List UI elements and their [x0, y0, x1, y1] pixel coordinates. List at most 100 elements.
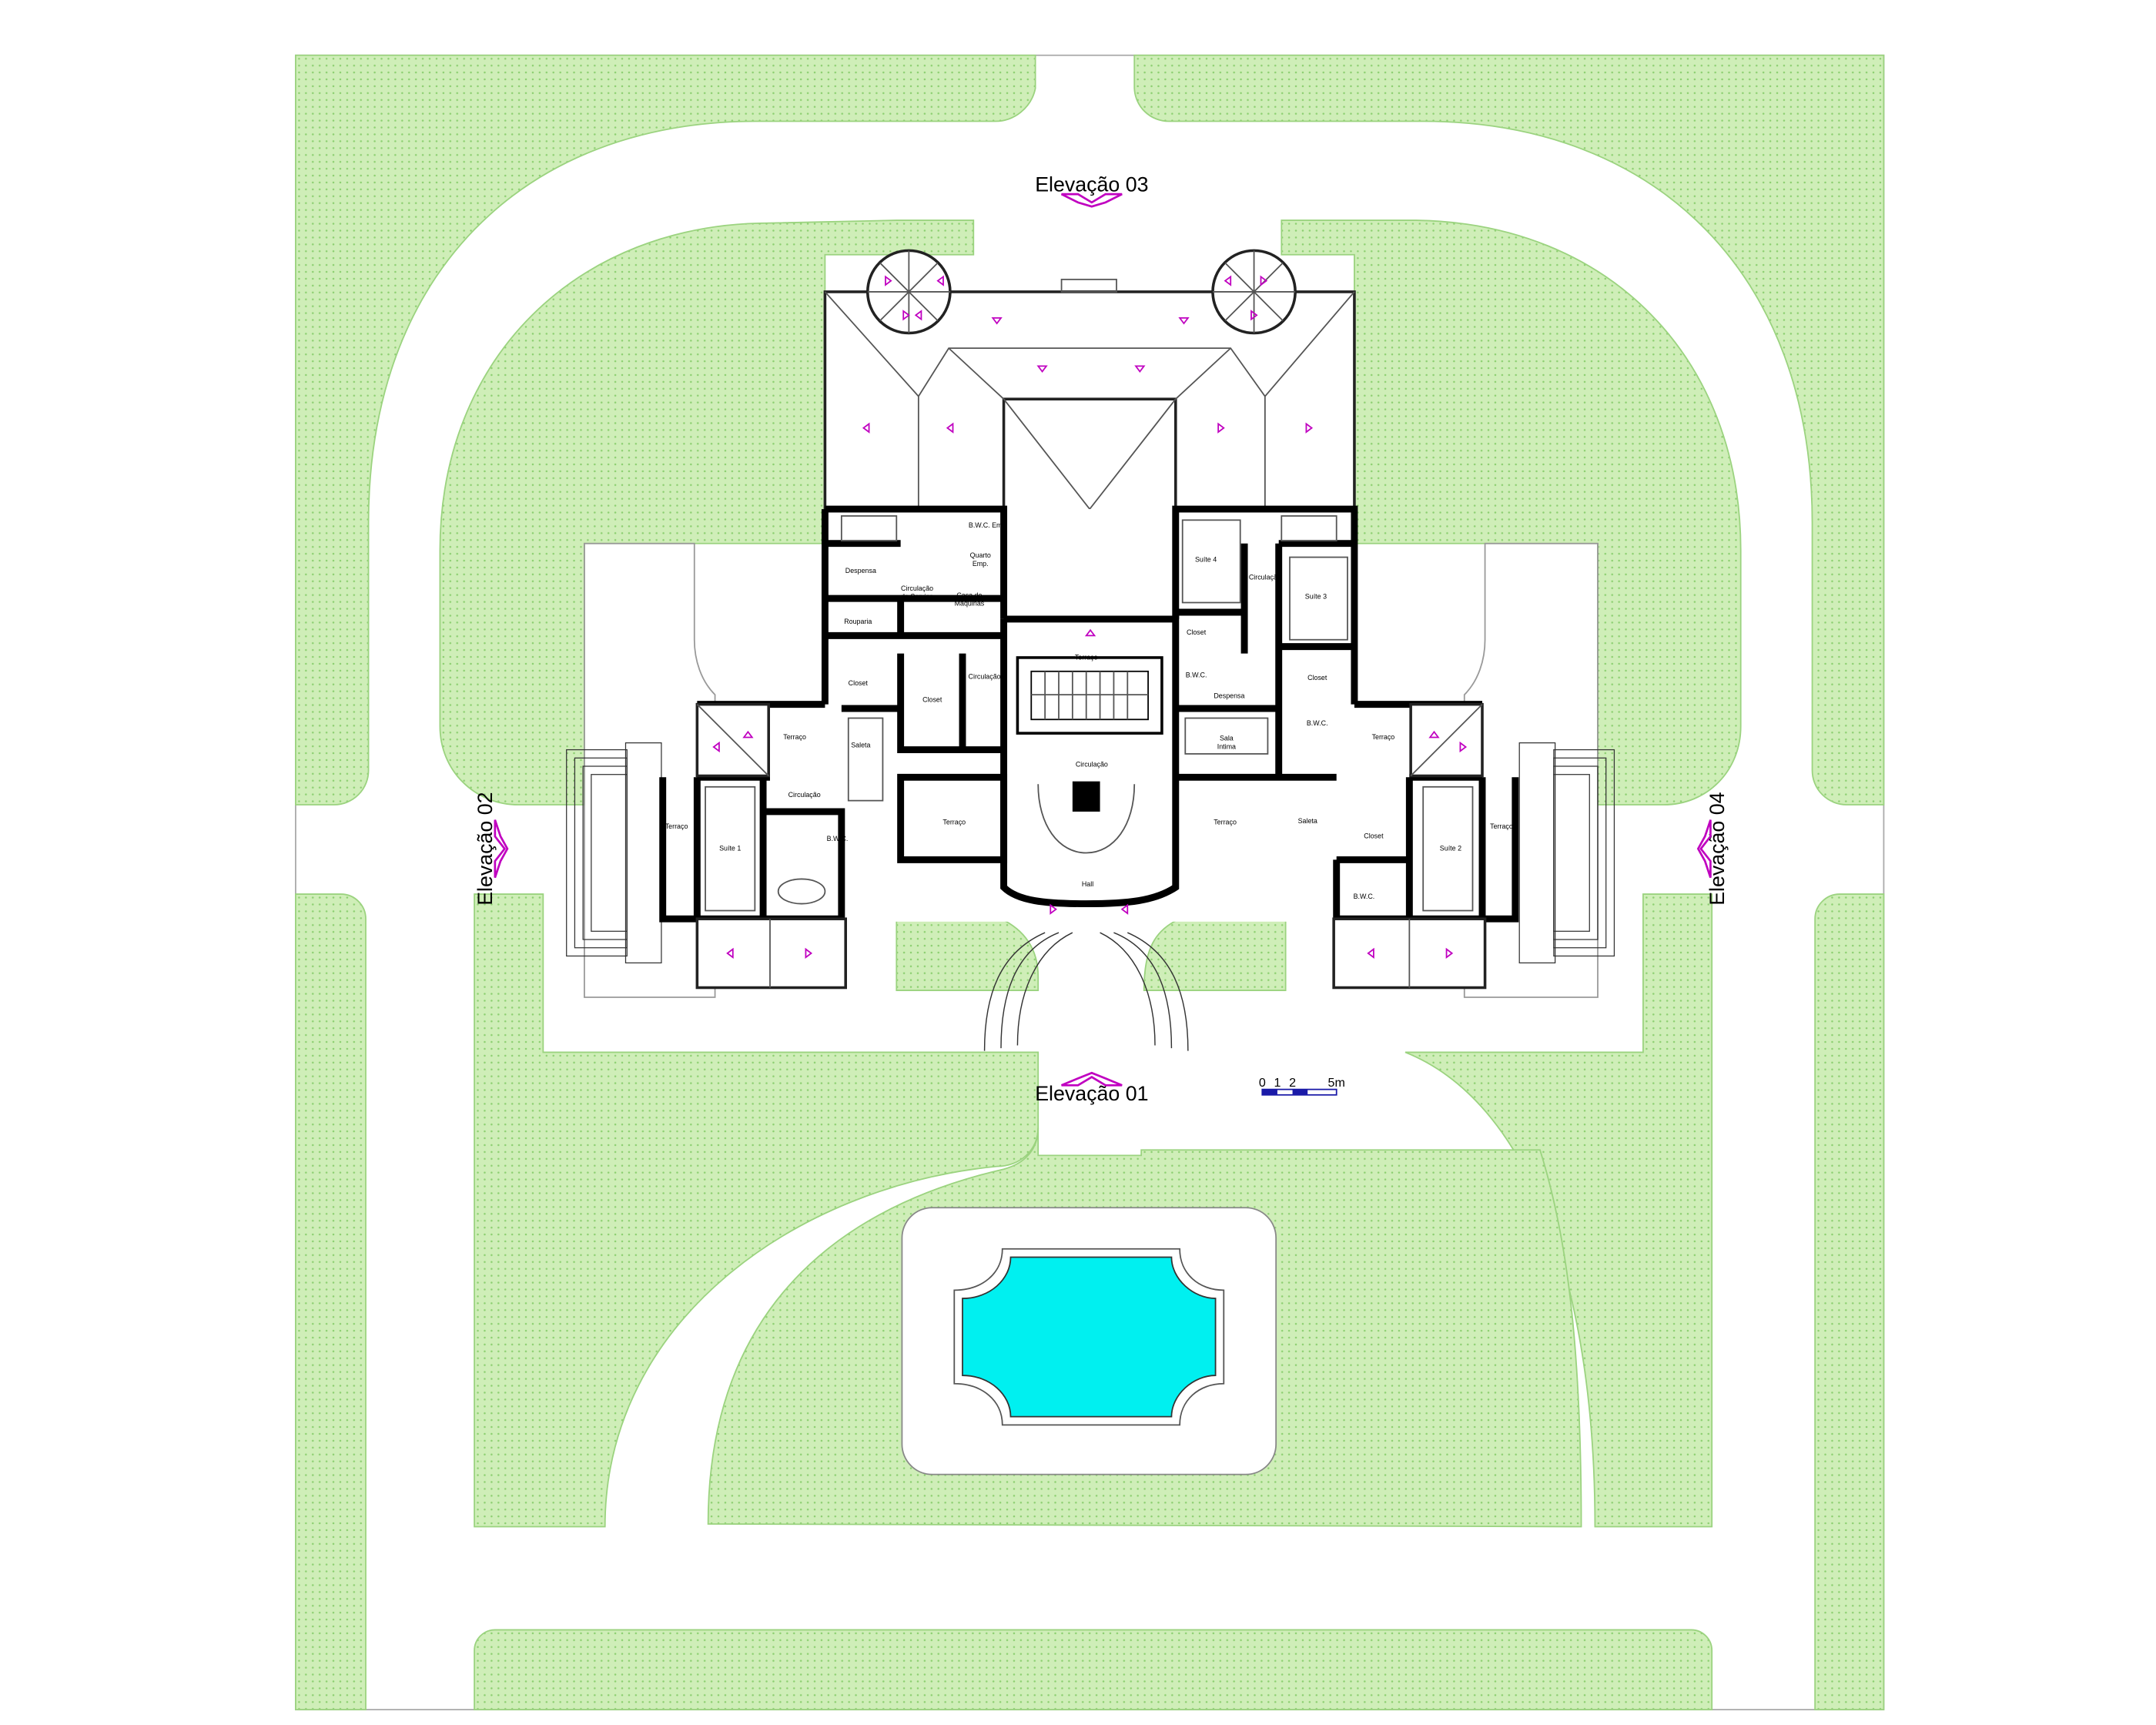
- suite3-bed: [1289, 556, 1348, 641]
- elevation-04-marker: Elevação 04: [1696, 792, 1729, 906]
- turret-right-lines: [1213, 250, 1296, 333]
- slope-marker-2: [936, 275, 944, 286]
- room-label-circulacao-l2: Circulação: [788, 791, 821, 799]
- scale-tick-2: 2: [1289, 1076, 1296, 1090]
- slope-marker-8: [991, 317, 1003, 325]
- room-label-closet-r2: Closet: [1307, 674, 1327, 682]
- scale-tick-5m: 5m: [1328, 1076, 1345, 1090]
- slope-marker-6: [1224, 275, 1232, 286]
- room-label-terraco-l3: Terraço: [665, 822, 688, 830]
- room-label-closet-l1: Closet: [849, 679, 869, 687]
- room-label-terraco-r2: Terraço: [1214, 819, 1237, 826]
- steps-left-core: [591, 774, 628, 932]
- room-label-rouparia: Rouparia: [844, 618, 872, 625]
- room-label-terraco-r1: Terraço: [1372, 733, 1395, 741]
- scale-bar: 0 1 2 5m: [1259, 1076, 1345, 1096]
- scale-tick-1: 1: [1274, 1076, 1281, 1090]
- interior-walls-left: [825, 540, 1008, 863]
- room-label-quarto-emp-2: Emp.: [973, 560, 989, 568]
- room-label-suite2: Suíte 2: [1440, 845, 1461, 852]
- room-label-casa-maquinas-2: Máquinas: [955, 600, 985, 608]
- room-label-wc-emp: B.W.C. Emp: [969, 521, 1006, 529]
- entrance-stair-right: [1100, 932, 1189, 1051]
- room-label-suite3: Suíte 3: [1305, 593, 1327, 601]
- slope-marker-11: [1134, 365, 1146, 373]
- room-label-suite1: Suíte 1: [719, 845, 741, 852]
- right-wing: [1332, 701, 1519, 990]
- lawn-inner-right: [1281, 219, 1742, 806]
- room-label-terraco-r3: Terraço: [1490, 822, 1513, 830]
- lawn-right-strip: [1814, 893, 1885, 1710]
- steps-right-core: [1553, 774, 1590, 932]
- elevation-02-label: Elevação 02: [474, 792, 497, 905]
- slope-marker-3: [902, 310, 910, 321]
- room-label-closet-r1: Closet: [1187, 628, 1207, 636]
- elevation-01-arrow: [1061, 1071, 1123, 1087]
- room-label-saleta-l: Saleta: [851, 742, 870, 749]
- lawn-center-right: [1143, 918, 1287, 991]
- slope-marker-15: [1305, 422, 1314, 434]
- room-label-sala-intima-1: Sala: [1220, 735, 1234, 742]
- room-label-bwc-l: B.W.C.: [827, 835, 849, 842]
- roof-slope-markers: [712, 275, 1468, 959]
- chimney-top: [1060, 278, 1117, 293]
- slope-marker-16: [1084, 628, 1096, 637]
- suite1-bed: [705, 785, 756, 912]
- elevation-01-marker: Elevação 01: [1035, 1071, 1149, 1105]
- lawn-left-strip: [295, 893, 367, 1710]
- steps-right: [1518, 742, 1615, 963]
- slope-marker-24: [1445, 947, 1454, 959]
- slope-marker-5: [1260, 275, 1268, 286]
- lawn-inner-left: [439, 219, 975, 806]
- main-stair: [1037, 784, 1136, 854]
- room-label-bwc-r3: B.W.C.: [1354, 893, 1375, 900]
- entrance-stair-left: [983, 932, 1073, 1051]
- slope-marker-25: [1050, 903, 1057, 915]
- slope-marker-17: [712, 741, 720, 753]
- room-label-hall: Hall: [1082, 880, 1093, 888]
- room-label-circulacao-l: Circulação: [969, 672, 1001, 680]
- saleta-left-fixture: [847, 717, 884, 802]
- room-label-closet-r3: Closet: [1364, 832, 1384, 839]
- scale-bar-segment-2: [1292, 1089, 1308, 1095]
- steps-right-landing: [1518, 742, 1556, 963]
- elevation-03-label: Elevação 03: [1035, 173, 1148, 196]
- slope-marker-14: [1217, 422, 1225, 434]
- sala-intima-fixture: [1184, 717, 1269, 755]
- room-label-circulacao-r: Circulação: [1249, 574, 1281, 581]
- elevation-03-arrow: [1060, 193, 1123, 208]
- interior-walls-right: [1175, 540, 1354, 781]
- slope-marker-1: [885, 275, 892, 286]
- elevation-03-marker: Elevação 03: [1035, 173, 1149, 208]
- slope-marker-20: [1428, 730, 1440, 739]
- slope-marker-13: [946, 422, 954, 434]
- room-label-circulacao-c: Circulação: [1076, 761, 1108, 769]
- room-label-despensa: Despensa: [845, 567, 876, 574]
- pool-coping: [953, 1248, 1225, 1426]
- elevation-02-arrow: [494, 819, 509, 879]
- slope-marker-12: [862, 422, 870, 434]
- stair-right: [1281, 515, 1337, 542]
- lawn-upper-left: [295, 54, 1036, 806]
- suite2-bed: [1422, 785, 1474, 912]
- slope-marker-9: [1178, 317, 1190, 325]
- room-labels: B.W.C. Emp Despensa Quarto Emp. Circulaç…: [665, 521, 1513, 900]
- room-label-bwc-r2: B.W.C.: [1307, 719, 1328, 727]
- roof-sw-block: [695, 917, 847, 990]
- skylight-outer: [1016, 656, 1163, 735]
- roof-se-corner-diag: [1410, 704, 1483, 777]
- room-label-bwc-r1: B.W.C.: [1186, 672, 1207, 679]
- room-label-circ-servico-2: de Serviço: [901, 593, 933, 601]
- room-label-quarto-emp-1: Quarto: [970, 551, 991, 559]
- turret-left-lines: [867, 250, 950, 333]
- slope-marker-19: [1459, 741, 1468, 753]
- slope-marker-18: [742, 730, 754, 739]
- room-label-closet-l2: Closet: [922, 696, 942, 704]
- entrance-stairs: [983, 932, 1189, 1051]
- elevation-04-arrow: [1696, 819, 1712, 879]
- elevation-04-label: Elevação 04: [1706, 792, 1729, 905]
- lawn-left-long: [474, 893, 1040, 1528]
- slope-marker-23: [1367, 947, 1374, 959]
- house-floor: [766, 505, 1413, 922]
- room-label-suite4: Suíte 4: [1195, 556, 1217, 564]
